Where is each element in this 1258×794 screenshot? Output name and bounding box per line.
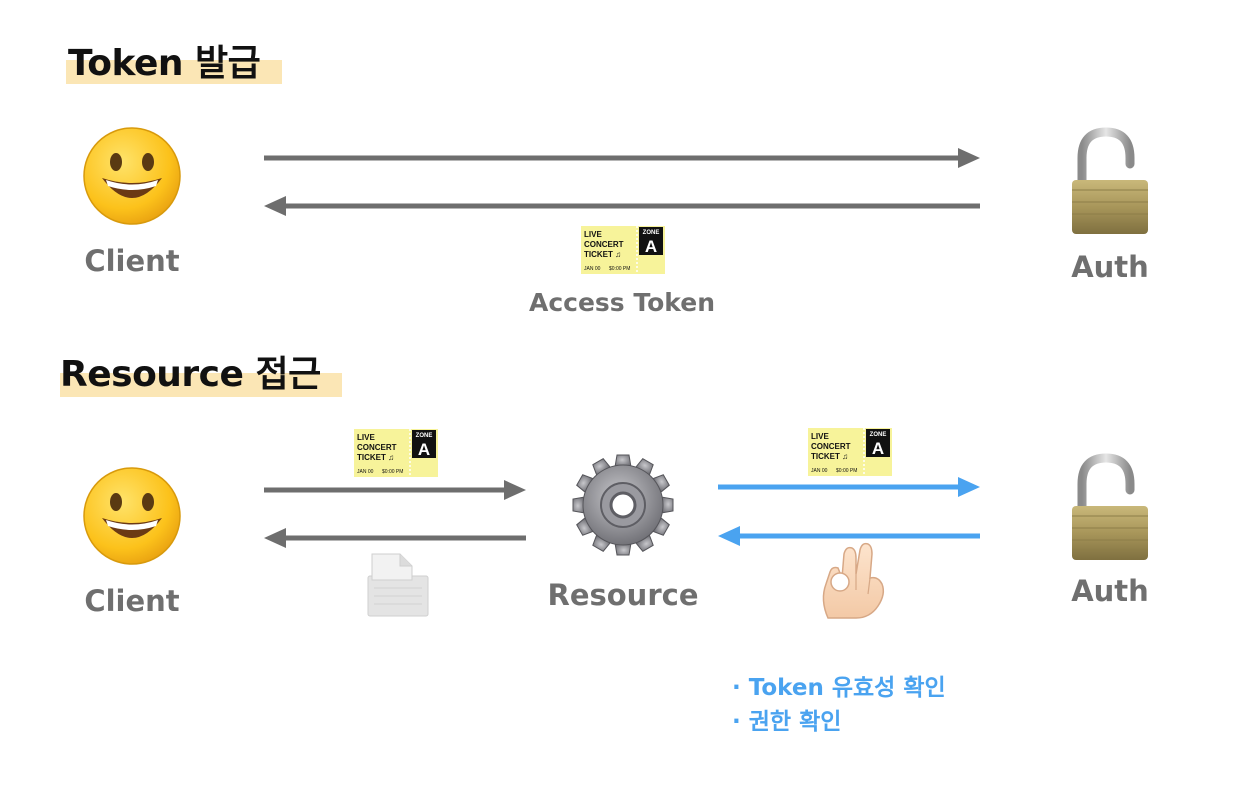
ticket-line1: LIVE	[584, 230, 602, 239]
resource-to-client-arrow	[264, 528, 526, 548]
response-arrow	[264, 196, 980, 216]
smiley-face-icon	[82, 466, 182, 570]
open-lock-icon	[1068, 450, 1152, 566]
ticket-line3: TICKET ♫	[811, 452, 848, 461]
ticket-zone-letter: A	[872, 439, 884, 458]
title-highlight	[66, 60, 282, 84]
ticket-zone: ZONE	[870, 432, 887, 438]
ticket-time: $0:00 PM	[382, 469, 403, 475]
ticket-line1: LIVE	[357, 433, 375, 442]
ticket-icon: ZONE A LIVE CONCERT TICKET ♫ JAN 00 $0:0…	[354, 429, 438, 481]
ticket-date: JAN 00	[357, 469, 374, 475]
document-icon	[366, 552, 430, 622]
resource-to-auth-arrow	[718, 477, 980, 497]
ticket-line3: TICKET ♫	[357, 453, 394, 462]
section-title-token-issue: Token 발급	[68, 43, 261, 84]
ticket-line2: CONCERT	[584, 240, 624, 249]
request-arrow	[264, 148, 980, 168]
client-label: Client	[84, 584, 180, 618]
ticket-line1: LIVE	[811, 432, 829, 441]
auth-label: Auth	[1071, 250, 1149, 284]
ticket-zone-letter: A	[418, 440, 430, 459]
ticket-icon: ZONE A LIVE CONCERT TICKET ♫ JAN 00 $0:0…	[808, 428, 892, 480]
client-label: Client	[84, 244, 180, 278]
ticket-line2: CONCERT	[811, 442, 851, 451]
title-highlight	[60, 373, 342, 397]
auth-label: Auth	[1071, 574, 1149, 608]
open-lock-icon	[1068, 124, 1152, 240]
ticket-zone-letter: A	[645, 237, 657, 256]
ok-hand-icon	[816, 540, 888, 624]
ticket-date: JAN 00	[584, 266, 601, 272]
ticket-time: $0:00 PM	[609, 266, 630, 272]
auth-to-resource-arrow	[718, 526, 980, 546]
ticket-zone: ZONE	[416, 433, 433, 439]
access-token-label: Access Token	[528, 288, 716, 317]
section-title-resource-access: Resource 접근	[60, 354, 321, 395]
ticket-zone: ZONE	[643, 230, 660, 236]
ticket-date: JAN 00	[811, 468, 828, 474]
ticket-line3: TICKET ♫	[584, 250, 621, 259]
resource-label: Resource	[547, 578, 699, 612]
ticket-line2: CONCERT	[357, 443, 397, 452]
gear-icon	[570, 452, 676, 562]
ticket-icon: ZONE A LIVE CONCERT TICKET ♫ JAN 00 $0:0…	[581, 226, 665, 278]
client-to-resource-arrow	[264, 480, 526, 500]
note-permission-check: · 권한 확인	[732, 709, 842, 735]
smiley-face-icon	[82, 126, 182, 230]
ticket-time: $0:00 PM	[836, 468, 857, 474]
note-token-validation: · Token 유효성 확인	[732, 675, 946, 701]
